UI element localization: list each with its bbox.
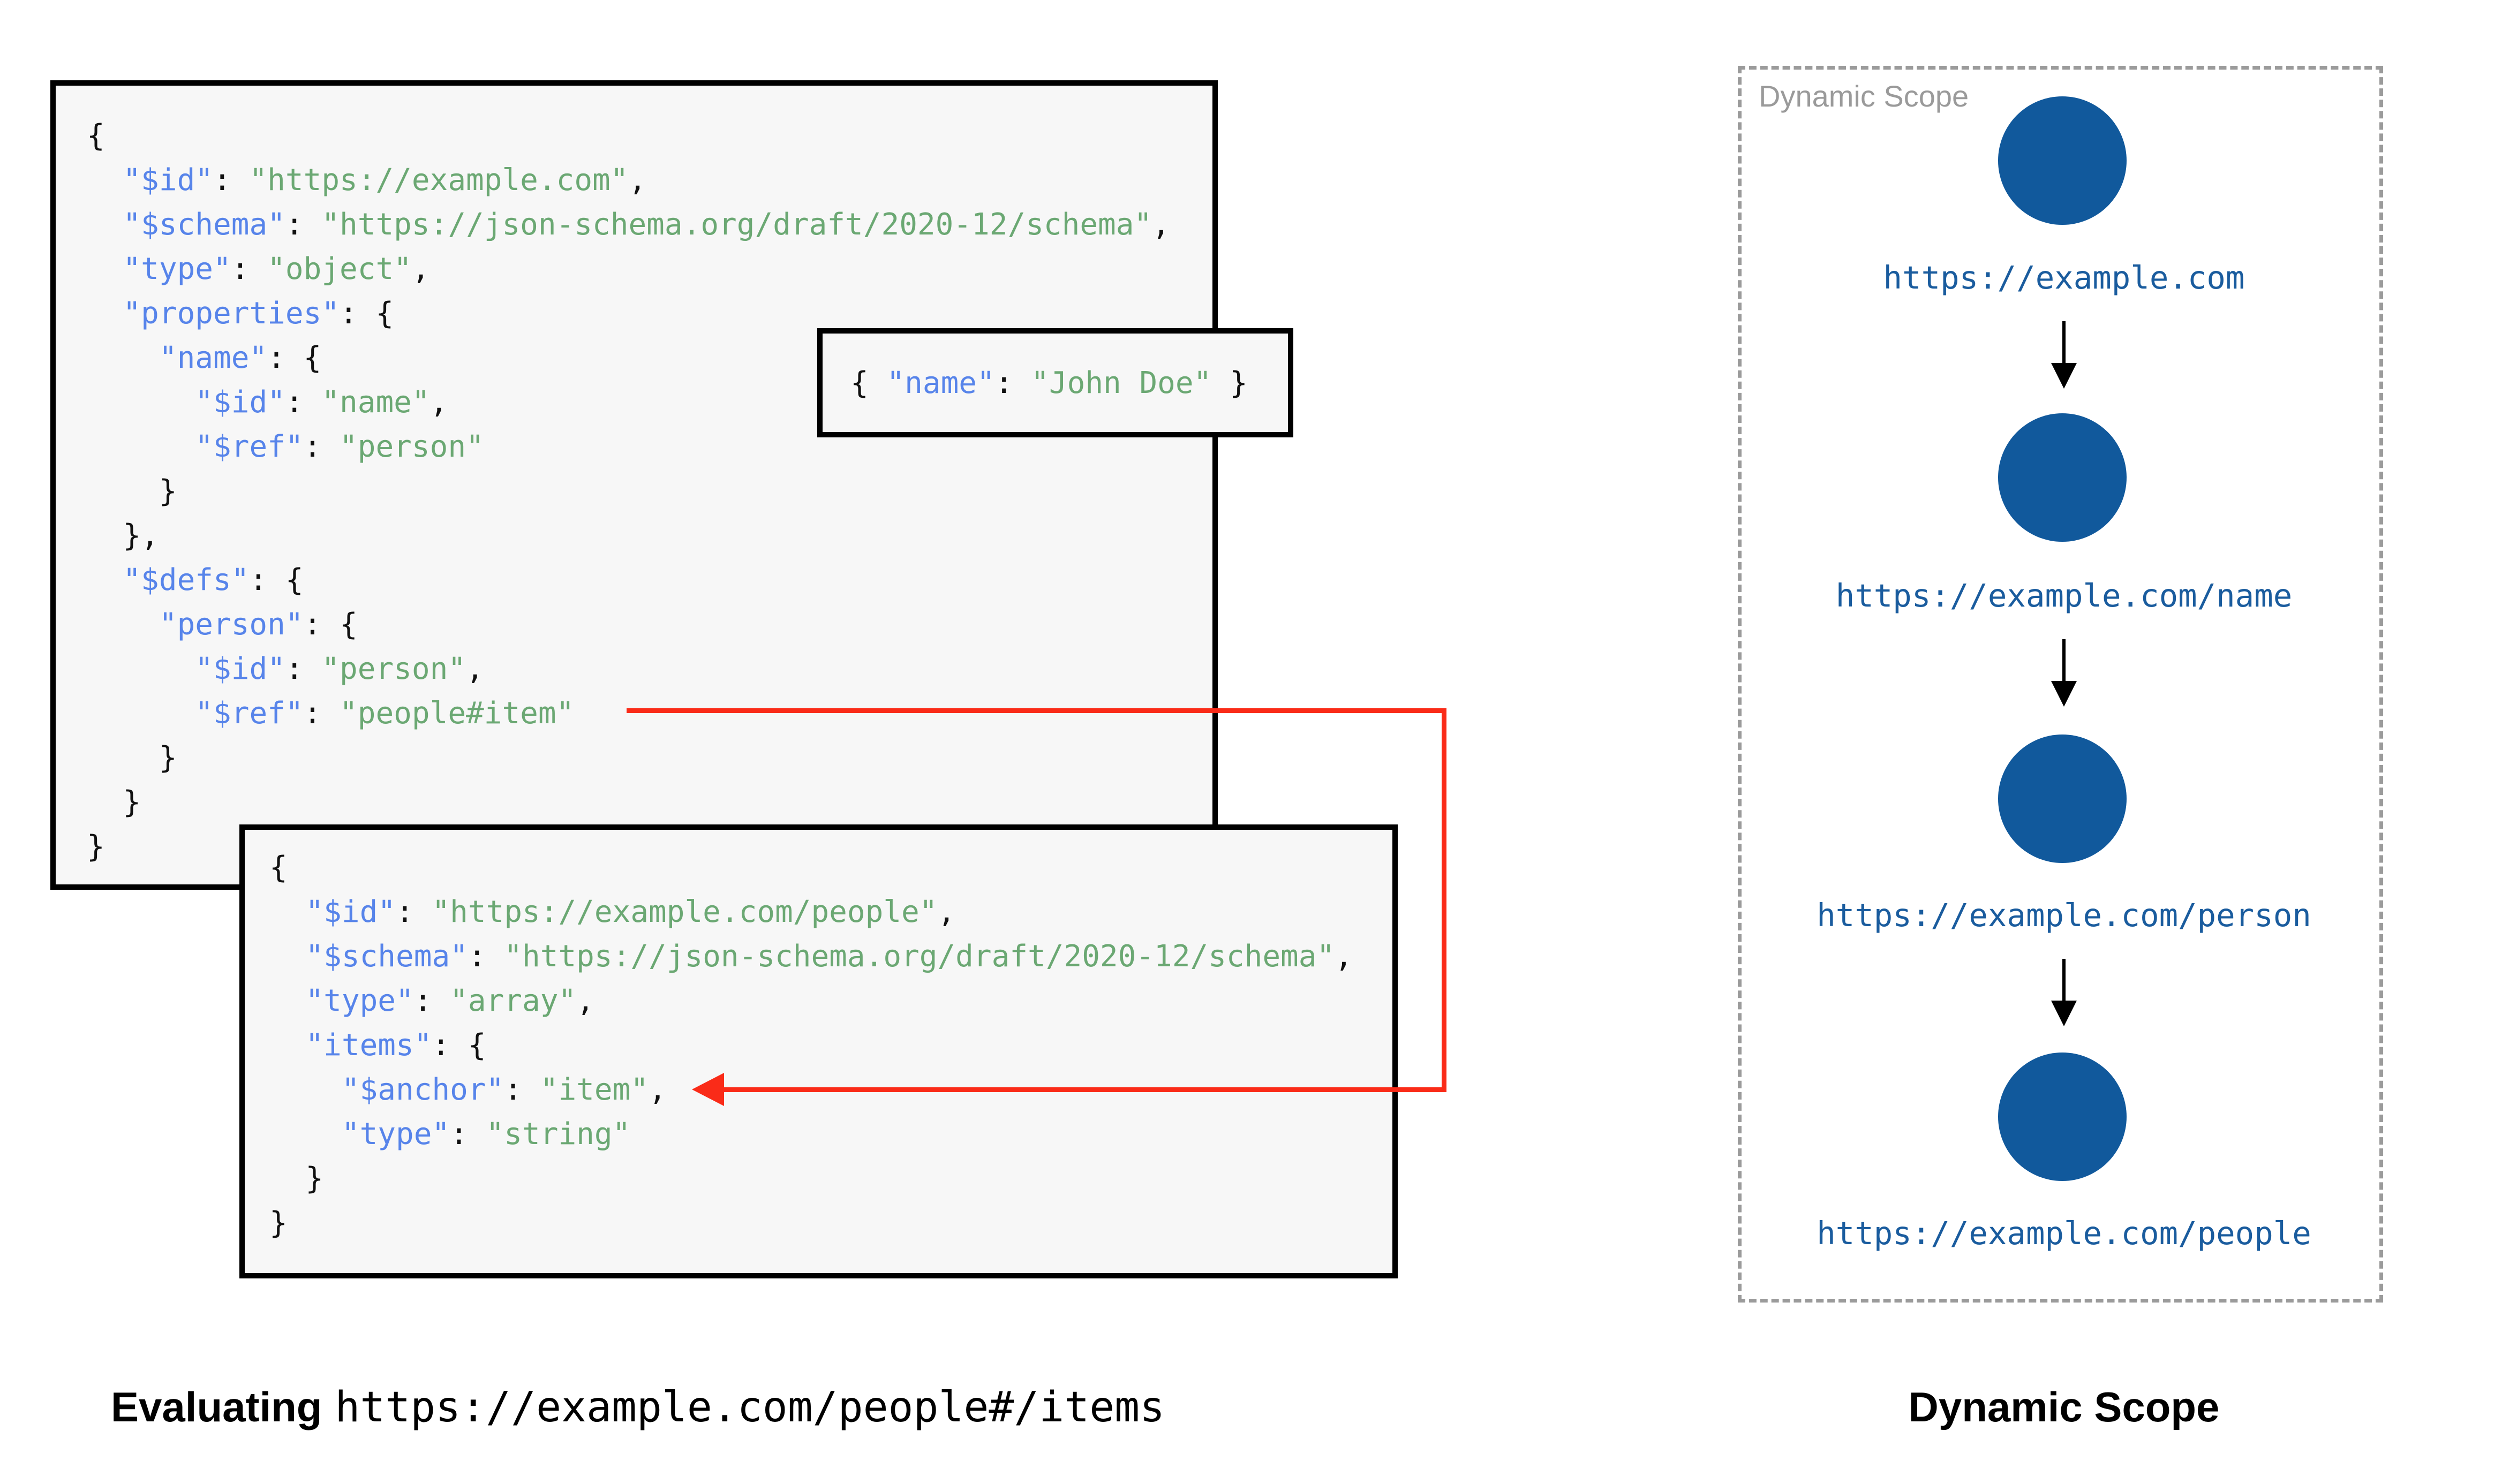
arrow-shaft: [2062, 321, 2066, 363]
scope-node-uri-3: https://example.com/person: [1817, 897, 2311, 934]
root-schema-code: { "$id": "https://example.com", "$schema…: [87, 118, 1170, 864]
evaluating-label: Evaluating: [111, 1383, 322, 1430]
ref-arrow-segment-top: [627, 708, 1446, 713]
scope-node-circle-3: [1998, 735, 2127, 863]
down-arrow-icon-3: [2038, 959, 2090, 1026]
scope-node-circle-2: [1998, 413, 2127, 542]
down-arrow-icon-2: [2038, 639, 2090, 707]
instance-code: { "name": "John Doe" }: [850, 365, 1248, 400]
arrow-shaft: [2062, 639, 2066, 681]
down-arrow-icon-1: [2038, 321, 2090, 389]
ref-arrow-segment-right: [1442, 708, 1446, 1092]
arrow-shaft: [2062, 959, 2066, 1001]
evaluating-caption: Evaluating https://example.com/people#/it…: [111, 1380, 1165, 1446]
instance-box: { "name": "John Doe" }: [817, 328, 1293, 437]
ref-arrow-segment-bottom: [723, 1087, 1442, 1092]
scope-node-uri-4: https://example.com/people: [1817, 1215, 2311, 1252]
dynamic-scope-panel-label: Dynamic Scope: [1759, 79, 1969, 113]
dynamic-scope-caption: Dynamic Scope: [1908, 1383, 2220, 1430]
arrow-head: [2051, 681, 2077, 707]
ref-arrowhead-icon: [692, 1073, 724, 1106]
arrow-head: [2051, 1001, 2077, 1026]
evaluating-uri: https://example.com/people#/items: [335, 1383, 1165, 1432]
root-schema-box: { "$id": "https://example.com", "$schema…: [50, 80, 1218, 890]
scope-node-uri-2: https://example.com/name: [1835, 577, 2293, 614]
dynamic-scope-panel: [1738, 66, 2383, 1303]
scope-node-circle-1: [1998, 96, 2127, 225]
people-schema-box: { "$id": "https://example.com/people", "…: [239, 824, 1398, 1278]
scope-node-uri-1: https://example.com: [1883, 259, 2245, 296]
arrow-head: [2051, 363, 2077, 389]
people-schema-code: { "$id": "https://example.com/people", "…: [269, 850, 1353, 1240]
scope-node-circle-4: [1998, 1053, 2127, 1181]
